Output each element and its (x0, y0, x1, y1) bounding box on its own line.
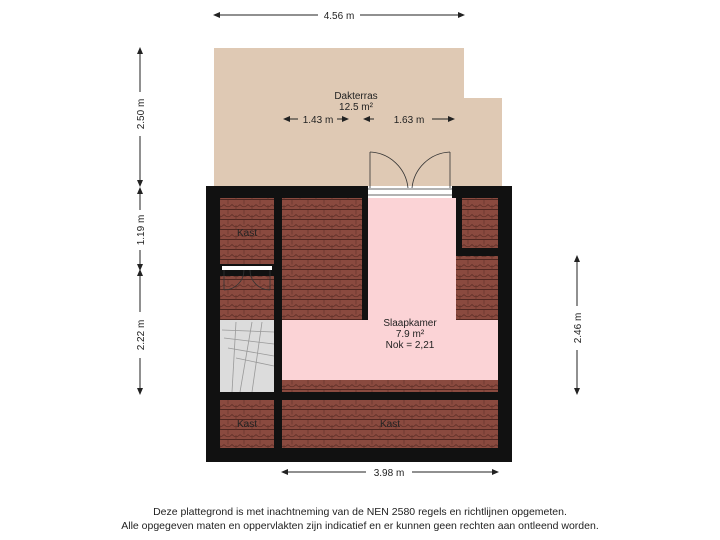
disclaimer-line-1: Deze plattegrond is met inachtneming van… (153, 506, 567, 518)
dim-left-lower: 2.22 m (136, 320, 147, 351)
bottom-roof-strip (282, 380, 498, 392)
terrace-door-opening (368, 186, 452, 198)
wall-vertical-left (274, 198, 282, 448)
storage-door-opening (222, 266, 272, 270)
wall-corner-bottom (456, 248, 498, 256)
wall-bottom (220, 392, 498, 400)
dim-terrace-left: 1.43 m (303, 115, 334, 126)
stair-steps (221, 321, 275, 393)
dim-right-height: 2.46 m (573, 313, 584, 344)
stair-landing-tiles (220, 276, 274, 320)
dim-left-terrace: 2.50 m (136, 99, 147, 130)
storage-top-tiles (220, 198, 274, 264)
storage-top-label: Kast (237, 228, 257, 239)
terrace-area-value: 12.5 m² (339, 102, 374, 113)
terrace-name: Dakterras (334, 91, 377, 102)
storage-br-tiles (282, 400, 498, 448)
storage-bl-tiles (220, 400, 274, 448)
disclaimer-line-2: Alle opgegeven maten en oppervlakten zij… (121, 520, 599, 532)
storage-door-swing (223, 269, 271, 291)
terrace-door-frame (368, 151, 452, 196)
wall-vertical-mid (362, 198, 368, 284)
storage-bottom-left-label: Kast (237, 419, 257, 430)
storage-bottom-right-label: Kast (380, 419, 400, 430)
dimension-lines (137, 12, 580, 475)
bedroom-area-value: 7.9 m² (396, 329, 425, 340)
dim-left-upper: 1.19 m (136, 215, 147, 246)
dim-top-width: 4.56 m (324, 11, 355, 22)
bedroom-name: Slaapkamer (383, 318, 437, 329)
left-roof-tiles (282, 198, 362, 320)
dim-bottom-width: 3.98 m (374, 468, 405, 479)
corner-roof-tiles (462, 198, 498, 248)
right-roof-tiles (456, 256, 498, 320)
wall-corner-left (456, 198, 462, 256)
dim-terrace-right: 1.63 m (394, 115, 425, 126)
bedroom-ridge-height: Nok = 2,21 (386, 340, 435, 351)
terrace-area (214, 48, 502, 186)
bedroom-floor (282, 198, 498, 380)
